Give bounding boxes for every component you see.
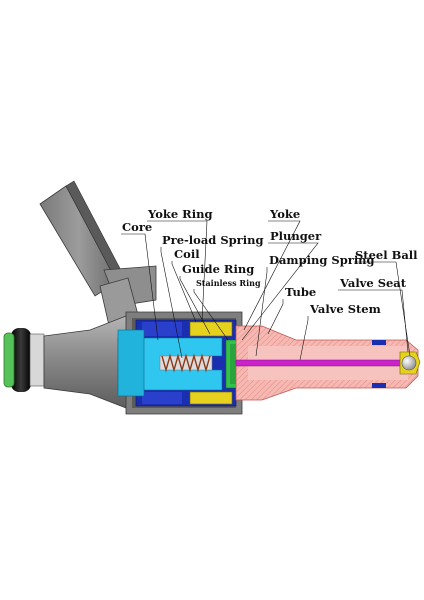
leader-valve-seat	[338, 289, 409, 353]
label-tube: Tube	[285, 285, 316, 299]
electrical-connector	[39, 180, 157, 331]
leader-lines	[121, 220, 411, 361]
tube-clip-top	[372, 340, 386, 345]
label-plunger: Plunger	[270, 229, 322, 243]
label-yoke-ring: Yoke Ring	[147, 207, 213, 221]
leader-plunger	[241, 242, 319, 341]
leader-core	[121, 233, 159, 341]
leader-preload-spring	[160, 247, 183, 359]
inlet-oring	[3, 328, 45, 392]
leader-yoke-ring	[147, 220, 208, 323]
label-yoke: Yoke	[269, 207, 300, 221]
leader-tube	[267, 299, 284, 335]
label-guide-ring: Guide Ring	[182, 262, 254, 276]
steel-ball	[401, 355, 417, 371]
label-valve-seat: Valve Seat	[339, 276, 407, 290]
label-core: Core	[122, 220, 152, 234]
preload-spring	[159, 353, 213, 373]
labels: Core Yoke Ring Yoke Pre-load Spring Plun…	[122, 207, 418, 316]
label-valve-stem: Valve Stem	[309, 302, 381, 316]
label-preload-spring: Pre-load Spring	[162, 233, 264, 247]
leader-stainless-ring	[193, 289, 229, 341]
inlet-green-ring	[3, 332, 15, 388]
valve-stem	[235, 359, 405, 367]
leader-damping-spring	[255, 267, 268, 357]
leader-yoke	[243, 220, 301, 331]
leader-guide-ring	[179, 276, 211, 335]
label-steel-ball: Steel Ball	[355, 248, 418, 262]
leader-valve-stem	[299, 316, 309, 361]
label-stainless-ring: Stainless Ring	[196, 278, 261, 288]
leader-coil	[171, 261, 197, 323]
label-damping-spring: Damping Spring	[269, 253, 375, 267]
tube-clip-bottom	[372, 383, 386, 388]
label-coil: Coil	[174, 247, 200, 261]
coil	[142, 321, 233, 405]
